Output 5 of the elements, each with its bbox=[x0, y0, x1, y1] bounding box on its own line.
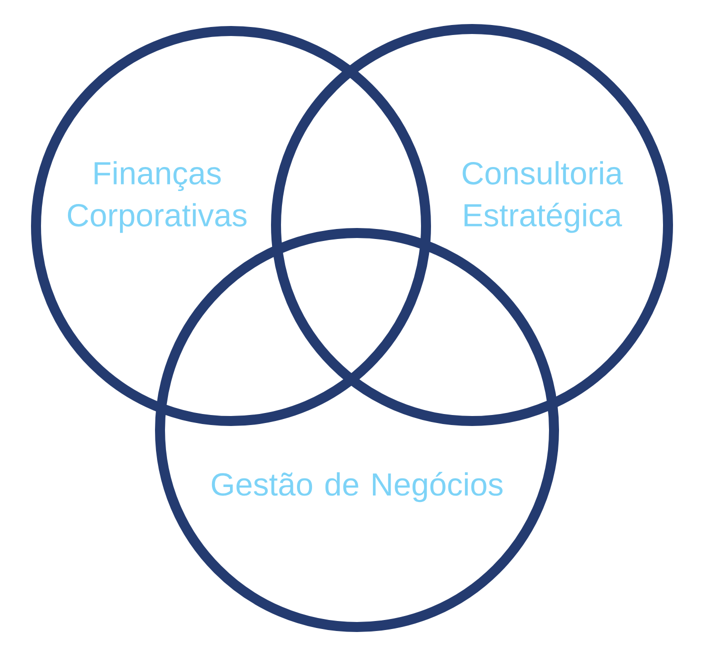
venn-circle bbox=[31, 26, 431, 426]
circle-label: Gestão de Negócios bbox=[212, 472, 503, 502]
circle-label: Consultoria Estratégica bbox=[462, 161, 623, 233]
circle-label: Finanças Corporativas bbox=[68, 161, 246, 233]
venn-circle bbox=[271, 24, 673, 426]
